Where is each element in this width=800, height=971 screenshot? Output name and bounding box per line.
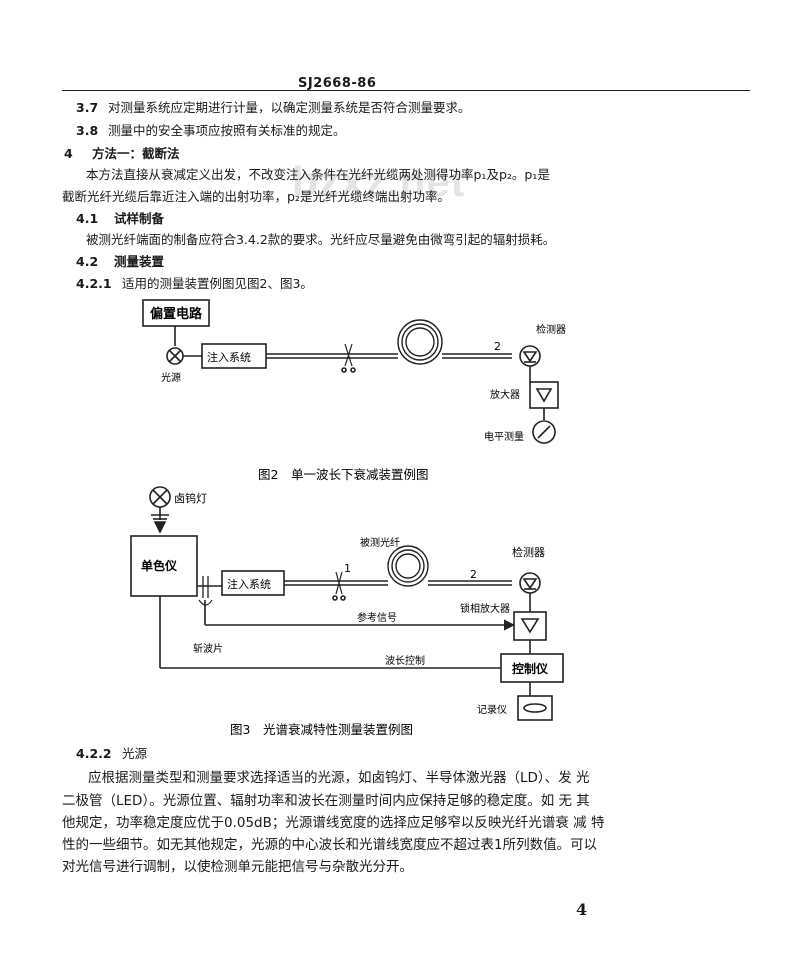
controller-label: 控制仪: [512, 661, 549, 676]
section-4-2-title: 测量装置: [114, 254, 165, 269]
figure-3-caption: 图3 光谱衰减特性测量装置例图: [230, 722, 413, 737]
section-3-8-text: 测量中的安全事项应按照有关标准的规定。: [108, 123, 346, 138]
recorder-label: 记录仪: [477, 704, 507, 716]
section-4-2-1-number: 4.2.1: [76, 276, 112, 291]
section-3-8-number: 3.8: [76, 123, 99, 138]
recorder-box: [517, 695, 553, 721]
header-rule: [62, 90, 750, 91]
figure-3-diagram: [130, 486, 564, 721]
bias-circuit-box: [142, 299, 210, 327]
paragraph-line: 性的一些细节。如无其他规定，光源的中心波长和光谱线宽度应不超过表1所列数值。可以: [62, 837, 598, 853]
section-4-number: 4: [64, 146, 73, 161]
amplifier-box: [529, 381, 559, 409]
paragraph-line: 二极管（LED）。光源位置、辐射功率和波长在测量时间内应保持足够的稳定度。如 无…: [62, 793, 590, 809]
page-number: 4: [576, 900, 588, 919]
lockin-amplifier-box: [513, 611, 547, 641]
fiber-under-test-label: 被测光纤: [360, 536, 400, 549]
section-3-7-text: 对测量系统应定期进行计量，以确定测量系统是否符合测量要求。: [108, 100, 471, 115]
watermark: bzxz.net: [292, 158, 466, 205]
position-mark-1: 1: [344, 562, 351, 575]
monochromator-label: 单色仪: [141, 558, 178, 573]
paragraph-line: 对光信号进行调制，以使检测单元能把信号与杂散光分开。: [62, 859, 413, 875]
level-meter-icon: [532, 420, 556, 444]
bias-circuit-label: 偏置电路: [150, 306, 203, 322]
figure-2-caption: 图2 单一波长下衰减装置例图: [258, 467, 428, 482]
section-4-2-2-title: 光源: [122, 746, 148, 761]
section-4-title: 方法一：截断法: [92, 146, 180, 161]
light-source-label: 光源: [161, 371, 181, 384]
chopper-label: 斩波片: [193, 642, 223, 655]
position-mark-2: 2: [470, 568, 477, 581]
halogen-lamp-label: 卤钨灯: [174, 492, 207, 505]
detector-icon: [519, 345, 541, 367]
section-4-2-2-number: 4.2.2: [76, 746, 112, 761]
cut-point-icon: [344, 343, 353, 367]
lockin-amplifier-label: 锁相放大器: [460, 602, 510, 615]
detector-label-2: 检测器: [512, 545, 545, 559]
standard-code-header: SJ2668-86: [298, 76, 377, 91]
injection-system-label: 注入系统: [207, 350, 251, 364]
figure-2-diagram: [142, 299, 559, 444]
paragraph-line: 他规定，功率稳定度应优于0.05dB；光源谱线宽度的选择应足够窄以反映光纤光谱衰…: [62, 815, 605, 831]
position-mark-2: 2: [494, 340, 501, 353]
section-4-2-number: 4.2: [76, 254, 99, 269]
reference-signal-label: 参考信号: [357, 611, 397, 624]
wavelength-control-label: 波长控制: [385, 654, 425, 667]
monochromator-box: [130, 535, 198, 597]
cut-point-icon: [335, 571, 343, 595]
fiber-coil-icon: [387, 545, 429, 587]
paragraph-line: 本方法直接从衰减定义出发，不改变注入条件在光纤光缆两处测得功率p₁及p₂。p₁是: [86, 167, 550, 182]
section-4-1-title: 试样制备: [114, 211, 165, 226]
section-4-1-number: 4.1: [76, 211, 99, 226]
level-meter-label: 电平测量: [484, 430, 524, 443]
fiber-coil-icon: [397, 319, 443, 365]
injection-system-box-2: [221, 570, 285, 596]
section-4-2-1-text: 适用的测量装置例图见图2、图3。: [122, 276, 313, 291]
section-3-7-number: 3.7: [76, 100, 99, 115]
detector-icon: [519, 572, 541, 594]
amplifier-label: 放大器: [490, 388, 520, 401]
paragraph-line: 截断光纤光缆后靠近注入端的出射功率，p₂是光纤光缆终端出射功率。: [62, 189, 450, 204]
paragraph-line: 应根据测量类型和测量要求选择适当的光源，如卤钨灯、半导体激光器（LD）、发 光: [88, 770, 590, 786]
detector-label: 检测器: [536, 323, 566, 336]
injection-system-box: [201, 343, 267, 369]
injection-system-label-2: 注入系统: [227, 577, 271, 591]
paragraph-line: 被测光纤端面的制备应符合3.4.2款的要求。光纤应尽量避免由微弯引起的辐射损耗。: [86, 232, 556, 247]
